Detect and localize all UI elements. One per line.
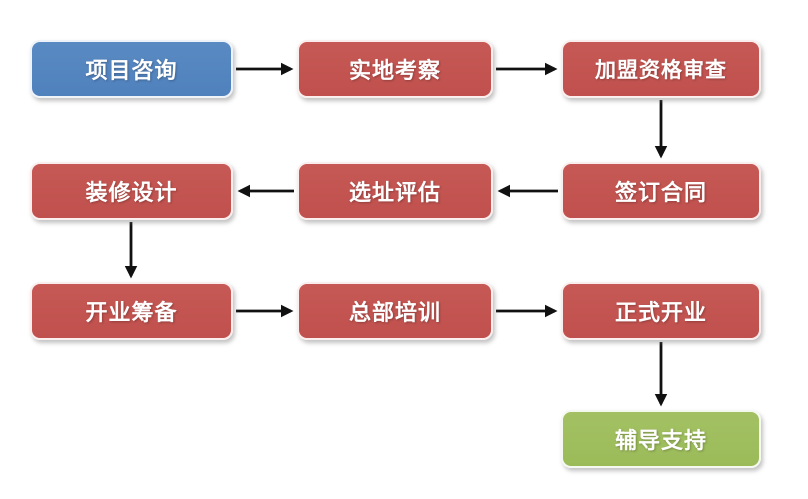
node-opening-preparation: 开业筹备 [30,282,233,340]
node-franchise-qualification-review: 加盟资格审查 [561,40,761,98]
node-guidance-support: 辅导支持 [561,410,761,468]
node-project-consultation: 项目咨询 [30,40,233,98]
node-site-visit: 实地考察 [297,40,493,98]
node-grand-opening: 正式开业 [561,282,761,340]
node-contract-signing: 签订合同 [561,162,761,220]
node-renovation-design: 装修设计 [30,162,233,220]
node-location-evaluation: 选址评估 [297,162,493,220]
node-headquarters-training: 总部培训 [297,282,493,340]
